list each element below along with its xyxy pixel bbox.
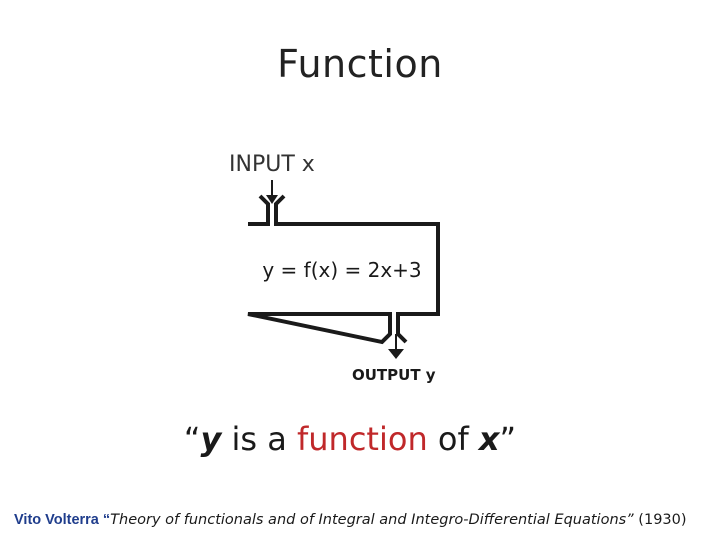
statement-open-quote: “ — [183, 420, 201, 458]
output-arrow-head — [388, 349, 404, 359]
citation: Vito Volterra “Theory of functionals and… — [14, 512, 687, 528]
statement-close-quote: ” — [499, 420, 517, 458]
citation-open-quote: “ — [98, 512, 111, 528]
input-label: INPUT x — [229, 152, 315, 177]
citation-author: Vito Volterra — [14, 512, 99, 528]
function-box-outline — [247, 194, 440, 345]
slide-title: Function — [277, 42, 443, 86]
function-formula: y = f(x) = 2x+3 — [262, 258, 422, 282]
statement-of: of — [427, 420, 479, 458]
input-arrow-head — [266, 195, 278, 204]
statement-var-x: x — [478, 420, 500, 458]
citation-work-title: Theory of functionals and of Integral an… — [110, 512, 634, 528]
statement-var-y: y — [200, 420, 222, 458]
function-statement: “y is a function of x” — [0, 420, 700, 458]
statement-is-a: is a — [221, 420, 297, 458]
statement-function-word: function — [297, 420, 428, 458]
output-label: OUTPUT y — [352, 366, 436, 384]
citation-year: (1930) — [633, 512, 687, 528]
